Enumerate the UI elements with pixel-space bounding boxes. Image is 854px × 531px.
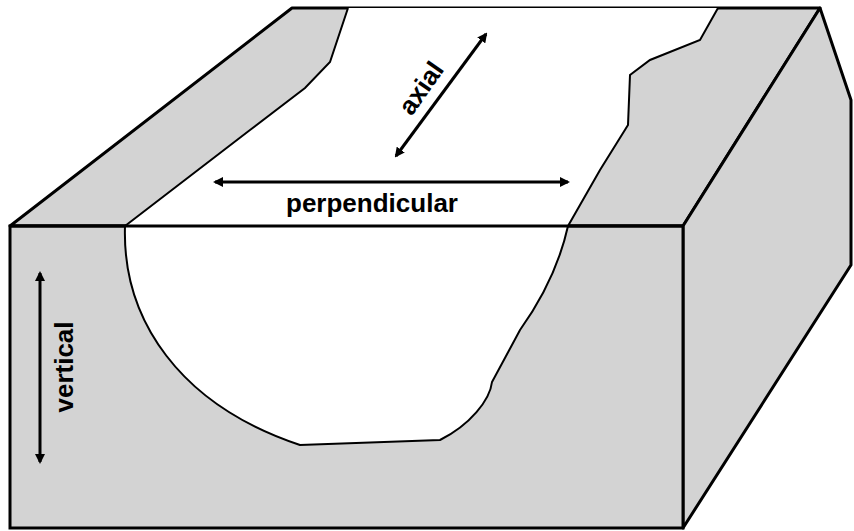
vertical-label: vertical [51,321,77,412]
channel-edge-right [568,8,718,226]
channel-top [125,8,718,226]
top-face [10,8,820,226]
perpendicular-arrow [215,181,568,184]
vertical-arrow [39,273,42,462]
front-top-edge [10,225,683,228]
right-face [683,8,851,528]
perpendicular-label: perpendicular [286,190,458,216]
channel-section [125,226,568,445]
front-face [10,226,683,528]
